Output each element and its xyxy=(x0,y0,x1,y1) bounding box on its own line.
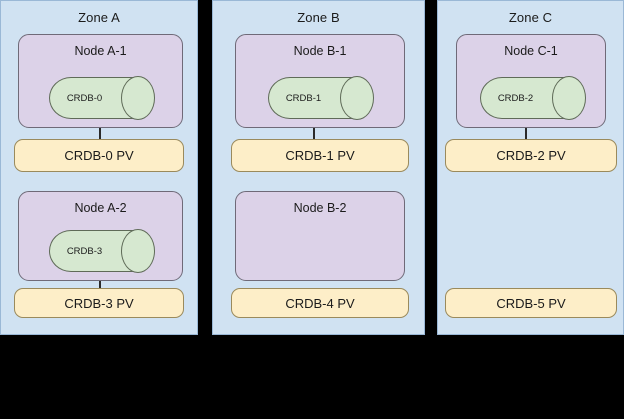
pv-crdb-0[interactable]: CRDB-0 PV xyxy=(14,139,184,172)
pod-crdb-0[interactable]: CRDB-0 xyxy=(49,76,155,120)
node-b-1-title: Node B-1 xyxy=(293,44,347,58)
zone-b-title: Zone B xyxy=(297,10,340,25)
pod-crdb-0-label: CRDB-0 xyxy=(66,92,103,104)
pv-crdb-4[interactable]: CRDB-4 PV xyxy=(231,288,409,318)
cylinder-cap-icon xyxy=(121,229,155,273)
pod-crdb-1-label: CRDB-1 xyxy=(285,92,322,104)
node-c-1[interactable]: Node C-1 CRDB-2 xyxy=(456,34,606,128)
connector-crdb-0 xyxy=(99,128,101,140)
node-b-2[interactable]: Node B-2 xyxy=(235,191,405,281)
pv-crdb-1[interactable]: CRDB-1 PV xyxy=(231,139,409,172)
node-a-2[interactable]: Node A-2 CRDB-3 xyxy=(18,191,183,281)
pv-crdb-3[interactable]: CRDB-3 PV xyxy=(14,288,184,318)
cylinder-cap-icon xyxy=(121,76,155,120)
pod-crdb-3-label: CRDB-3 xyxy=(66,245,103,257)
cylinder-cap-icon xyxy=(340,76,374,120)
node-b-1[interactable]: Node B-1 CRDB-1 xyxy=(235,34,405,128)
zone-c[interactable]: Zone C Node C-1 CRDB-2 CRDB-2 PV CRDB-5 … xyxy=(437,0,624,335)
zone-a-title: Zone A xyxy=(78,10,120,25)
zone-b[interactable]: Zone B Node B-1 CRDB-1 CRDB-1 PV Node B-… xyxy=(212,0,425,335)
pod-crdb-1[interactable]: CRDB-1 xyxy=(268,76,374,120)
pod-crdb-2[interactable]: CRDB-2 xyxy=(480,76,586,120)
node-a-2-title: Node A-2 xyxy=(74,201,127,215)
pv-crdb-2[interactable]: CRDB-2 PV xyxy=(445,139,617,172)
zone-a[interactable]: Zone A Node A-1 CRDB-0 CRDB-0 PV Node A-… xyxy=(0,0,198,335)
connector-crdb-2 xyxy=(525,128,527,140)
pod-crdb-3[interactable]: CRDB-3 xyxy=(49,229,155,273)
zone-c-title: Zone C xyxy=(508,10,553,25)
node-a-1[interactable]: Node A-1 CRDB-0 xyxy=(18,34,183,128)
node-c-1-title: Node C-1 xyxy=(504,44,558,58)
connector-crdb-1 xyxy=(313,128,315,140)
cylinder-cap-icon xyxy=(552,76,586,120)
connector-crdb-3 xyxy=(99,281,101,289)
node-b-2-title: Node B-2 xyxy=(293,201,347,215)
node-a-1-title: Node A-1 xyxy=(74,44,127,58)
pod-crdb-2-label: CRDB-2 xyxy=(497,92,534,104)
pv-crdb-5[interactable]: CRDB-5 PV xyxy=(445,288,617,318)
